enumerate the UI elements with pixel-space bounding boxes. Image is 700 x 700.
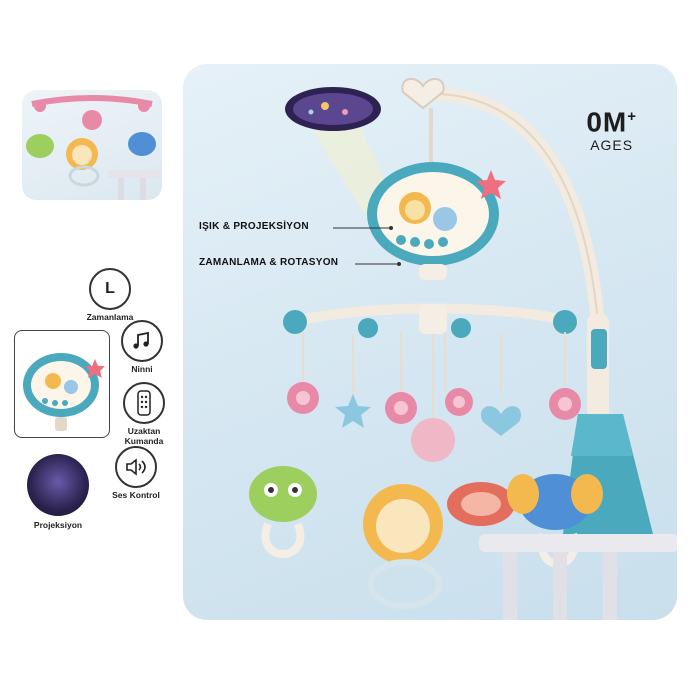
remote-control-icon: [123, 382, 165, 424]
feature-sound: Ses Kontrol: [104, 446, 168, 500]
projection-icon: [27, 454, 89, 516]
feature-remote-label: Uzaktan Kumanda: [124, 426, 164, 446]
feature-lullaby-label: Ninni: [131, 364, 153, 374]
music-note-icon: [121, 320, 163, 362]
feature-lullaby: Ninni: [116, 320, 168, 374]
age-badge-main: 0M+: [586, 106, 637, 138]
product-image-panel: 0M+ AGES IŞIK & PROJEKSİYON ZAMANLAMA & …: [183, 64, 677, 620]
clock-icon: L: [89, 268, 131, 310]
callout-light-projection: IŞIK & PROJEKSİYON: [199, 221, 309, 232]
feature-remote: Uzaktan Kumanda: [116, 382, 172, 446]
feature-timer-label: Zamanlama: [86, 312, 134, 322]
crib-mobile-illustration: [249, 77, 677, 620]
feature-sound-label: Ses Kontrol: [112, 490, 160, 500]
callout-line: [333, 226, 393, 230]
age-badge: 0M+ AGES: [586, 102, 637, 154]
callout-timer-rotation: ZAMANLAMA & ROTASYON: [199, 257, 339, 268]
age-badge-sub: AGES: [590, 137, 634, 154]
music-box-detail-illustration: [23, 353, 105, 431]
thumbnail-mobile: [22, 90, 162, 200]
callout-line: [355, 262, 401, 266]
mobile-thumbnail-illustration: [26, 95, 162, 200]
feature-projection: Projeksiyon: [18, 454, 98, 530]
music-box-detail-box: [14, 330, 110, 438]
speaker-icon: [115, 446, 157, 488]
feature-projection-label: Projeksiyon: [33, 520, 83, 530]
feature-timer: L Zamanlama: [80, 268, 140, 322]
